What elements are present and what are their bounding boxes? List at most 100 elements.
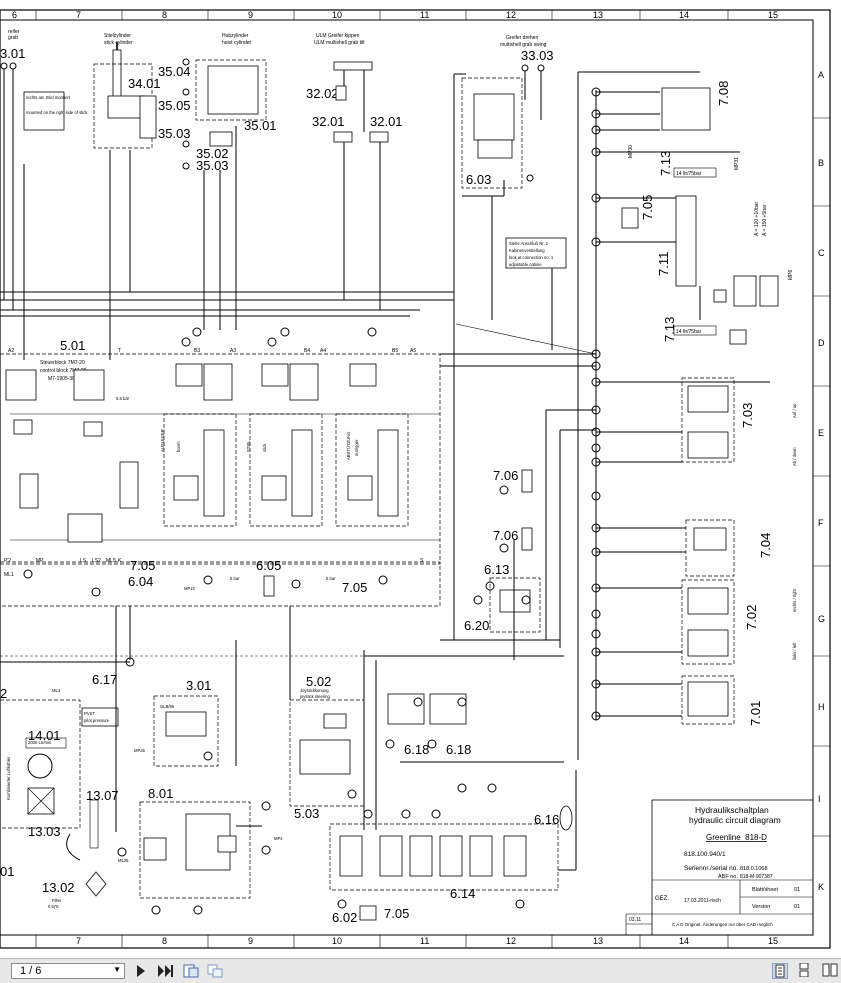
outrigger-label: ABSTÜTZUNG — [346, 432, 351, 460]
flow-rate-b: 14 ltr/75bar — [676, 329, 702, 335]
label-2: 2 — [0, 686, 7, 701]
label-7-05b: 7.05 — [130, 558, 155, 573]
stick-label-en: stick — [262, 443, 267, 452]
label-35-01: 35.01 — [244, 118, 277, 133]
single-page-icon[interactable] — [772, 963, 788, 979]
gez-label: GEZ. — [655, 896, 669, 902]
label-33-03: 33.03 — [521, 48, 554, 63]
last-page-icon[interactable] — [156, 963, 174, 979]
label-6-20: 6.20 — [464, 618, 489, 633]
label-6-18b: 6.18 — [446, 742, 471, 757]
col-label-top: 7 — [76, 10, 81, 20]
label-32-01a: 32.01 — [312, 114, 345, 129]
port-mp: MP — [36, 558, 44, 564]
right-side-note — [23, 91, 65, 131]
row-label: K — [818, 882, 824, 892]
col-label-top-0: 6 — [12, 10, 17, 20]
control-valve-7-11 — [675, 195, 697, 287]
abf-label: ABF no. — [718, 874, 738, 880]
port-s: S — [420, 558, 424, 564]
outrigger-label-en: outrigger — [354, 439, 359, 456]
boom-spool — [203, 429, 225, 517]
stick-label: STIEL — [246, 440, 251, 452]
row-label: F — [818, 518, 824, 528]
col-label-top: 10 — [332, 10, 342, 20]
label-8-01: 8.01 — [148, 786, 173, 801]
stick-cylinder-icon — [112, 49, 122, 101]
label-34-01: 34.01 — [128, 76, 161, 91]
flow-2000: 2000 Ltr/min — [28, 740, 52, 745]
page-select[interactable]: 1 / 6 ▼ — [11, 963, 125, 979]
hoist-cyl-de: Hubzylinder — [222, 33, 249, 39]
control-block-5-01 — [0, 353, 441, 565]
cooler-label: Kombinierter Luftkühler — [6, 756, 11, 800]
abf-value: 818-M-907387 — [740, 874, 773, 880]
right-side-note-de: rechts am Stiel montiert — [26, 95, 71, 100]
hydraulic-schematic: 6 7 8 9 10 11 12 13 14 15 7 8 9 10 11 12… — [0, 9, 831, 949]
port-a2: A2 — [8, 348, 14, 354]
label-35-03b: 35.03 — [196, 158, 229, 173]
label-6-03: 6.03 — [466, 172, 491, 187]
label-13-02: 13.02 — [42, 880, 75, 895]
label-5-01: 5.01 — [60, 338, 85, 353]
port-ml5: ML5 — [106, 558, 116, 564]
label-7-02: 7.02 — [744, 605, 759, 630]
col-label-top: 13 — [593, 10, 603, 20]
col-label-bottom: 15 — [768, 936, 778, 946]
stick-cyl-de: Stielzylinder — [104, 33, 131, 39]
label-6-05: 6.05 — [256, 558, 281, 573]
revision-date: 03.11 — [629, 917, 641, 923]
label-7-11: 7.11 — [656, 252, 671, 276]
valve-7-04 — [693, 527, 727, 551]
filter-value: 0.5ƒ5 — [48, 904, 59, 909]
viewer-toolbar: 1 / 6 ▼ — [0, 958, 841, 983]
label-14-01: 14.01 — [28, 728, 61, 743]
filter-de: Filter — [52, 898, 62, 903]
bar-5a: 5 bar — [230, 576, 240, 581]
label-13-03: 13.03 — [28, 824, 61, 839]
connection-note-line3: look at connection no. 1 — [509, 255, 554, 260]
fit-width-icon[interactable] — [206, 963, 224, 979]
glb-label: GLB/95 — [160, 704, 175, 709]
two-page-icon[interactable] — [822, 963, 838, 979]
col-label-top: 9 — [248, 10, 253, 20]
pressure-5-5bar: 5.5 bar — [116, 396, 130, 401]
cyl-left-subtitle: grab — [8, 35, 18, 41]
continuous-icon[interactable] — [797, 962, 813, 979]
fit-page-icon[interactable] — [182, 963, 200, 979]
port-b5: B5 — [392, 348, 398, 354]
mp6-label: MP6 — [788, 270, 794, 281]
cyl-left-title: reifer — [8, 29, 20, 35]
cabin-down-label: Ab / down — [792, 447, 797, 466]
direction-left: links / left — [792, 642, 797, 660]
hoist-cyl-en: hoist cylinder — [222, 40, 252, 46]
col-label-bottom: 10 — [332, 936, 342, 946]
serial-value: 818.0.1068 — [740, 866, 768, 872]
port-t: T — [118, 348, 121, 354]
gez-value: 17.03.2011-risch — [684, 898, 721, 904]
label-32-01b: 32.01 — [370, 114, 403, 129]
label-5-03: 5.03 — [294, 806, 319, 821]
label-7-05a: 7.05 — [640, 195, 655, 220]
mp4-label: MP4 — [274, 836, 283, 841]
sheet-label: Blatt/sheet — [752, 887, 778, 893]
ulm-tilt-de: ULM Greifer kippen — [316, 33, 360, 39]
model-name: Greenline_818-D — [706, 833, 767, 842]
label-6-14: 6.14 — [450, 886, 475, 901]
col-label-bottom: 11 — [420, 936, 429, 946]
row-label: A — [818, 70, 824, 80]
col-label-bottom: 7 — [76, 936, 81, 946]
row-label: D — [818, 338, 825, 348]
port-k: K — [118, 558, 122, 564]
label-6-02: 6.02 — [332, 910, 357, 925]
version-value: 01 — [794, 904, 800, 910]
title-de: Hydraulikschaltplan — [695, 805, 769, 815]
swing-de: Greifer drehen — [506, 35, 538, 41]
ulm-tilt-en: ULM multishell grab tilt — [314, 40, 365, 46]
col-label-top: 12 — [506, 10, 516, 20]
outrigger-spool — [377, 429, 399, 517]
label-7-08: 7.08 — [716, 81, 731, 106]
label-32-02: 32.02 — [306, 86, 339, 101]
next-page-icon[interactable] — [134, 963, 148, 979]
label-13-07: 13.07 — [86, 788, 119, 803]
